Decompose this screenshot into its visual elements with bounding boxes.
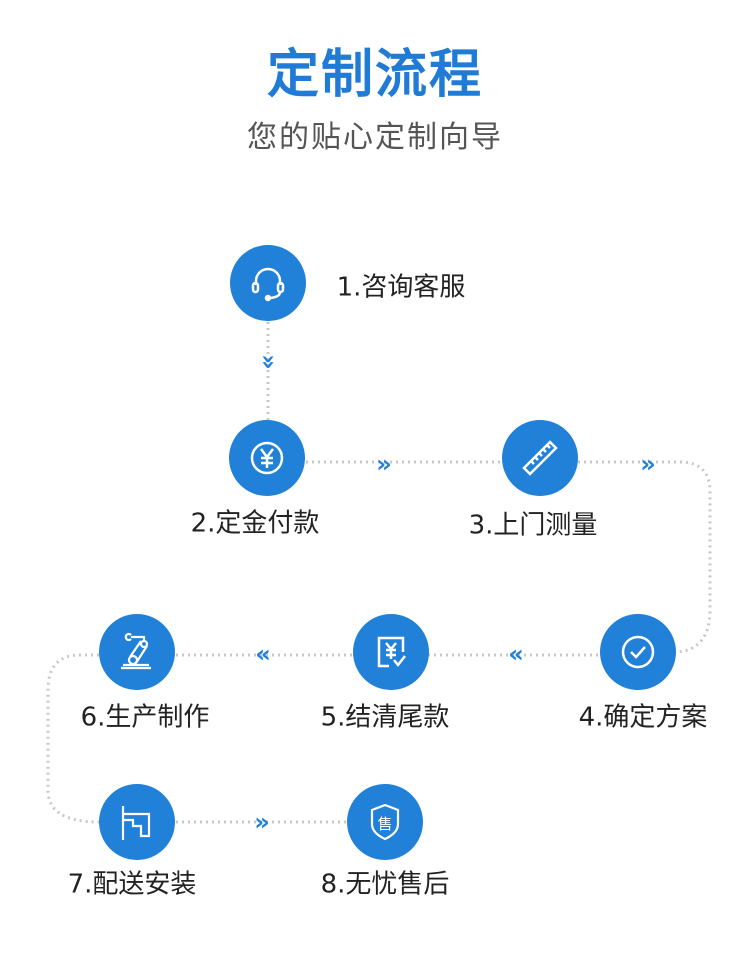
step-1-headset-icon bbox=[230, 245, 306, 321]
arrow-left-icon: « bbox=[508, 640, 524, 668]
arrow-right-icon: » bbox=[254, 808, 270, 836]
step-1-label: 1.咨询客服 bbox=[336, 272, 466, 303]
arrow-right-icon: » bbox=[376, 450, 392, 478]
step-6-label: 6.生产制作 bbox=[80, 702, 210, 733]
step-3-label: 3.上门测量 bbox=[468, 510, 598, 541]
page-subtitle: 您的贴心定制向导 bbox=[247, 120, 503, 155]
step-2-yuan-coin-icon bbox=[229, 420, 305, 496]
step-4-check-circle-icon bbox=[600, 614, 676, 690]
step-7-label: 7.配送安装 bbox=[67, 869, 197, 900]
step-8-label: 8.无忧售后 bbox=[320, 869, 450, 900]
arrow-left-icon: « bbox=[255, 640, 271, 668]
step-5-yuan-receipt-icon bbox=[353, 614, 429, 690]
step-8-shield-icon: 售 bbox=[347, 784, 423, 860]
step-7-install-icon bbox=[99, 784, 175, 860]
shield-char: 售 bbox=[377, 815, 392, 833]
step-6-robot-arm-icon bbox=[99, 614, 175, 690]
step-2-label: 2.定金付款 bbox=[190, 508, 320, 539]
step-4-label: 4.确定方案 bbox=[578, 702, 708, 733]
step-3-ruler-icon bbox=[502, 420, 578, 496]
arrow-right-icon: » bbox=[640, 450, 656, 478]
page-title: 定制流程 bbox=[266, 45, 483, 105]
arrow-down-icon: » bbox=[255, 354, 283, 370]
step-5-label: 5.结清尾款 bbox=[320, 702, 450, 733]
